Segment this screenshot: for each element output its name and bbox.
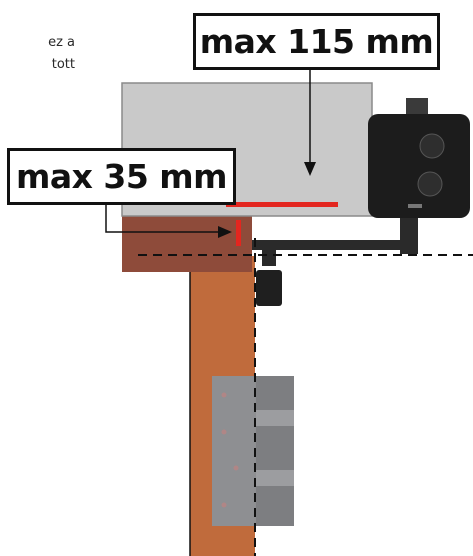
mount-block [122, 216, 252, 272]
depth-marker [236, 220, 241, 246]
knob-icon [419, 133, 445, 159]
arrow-down-icon [304, 70, 316, 176]
hinge-plate [212, 376, 294, 526]
max-depth-label: max 35 mm [7, 148, 236, 205]
side-text: ez a tott [48, 32, 75, 76]
arrow-right-icon [105, 205, 232, 238]
control-box [368, 98, 470, 218]
height-marker [226, 202, 338, 207]
side-text-line-1: ez a [48, 35, 75, 50]
side-text-line-2: tott [51, 57, 75, 72]
max-height-label: max 115 mm [193, 13, 440, 70]
bracket-arm [252, 218, 418, 306]
knob-icon [417, 171, 443, 197]
